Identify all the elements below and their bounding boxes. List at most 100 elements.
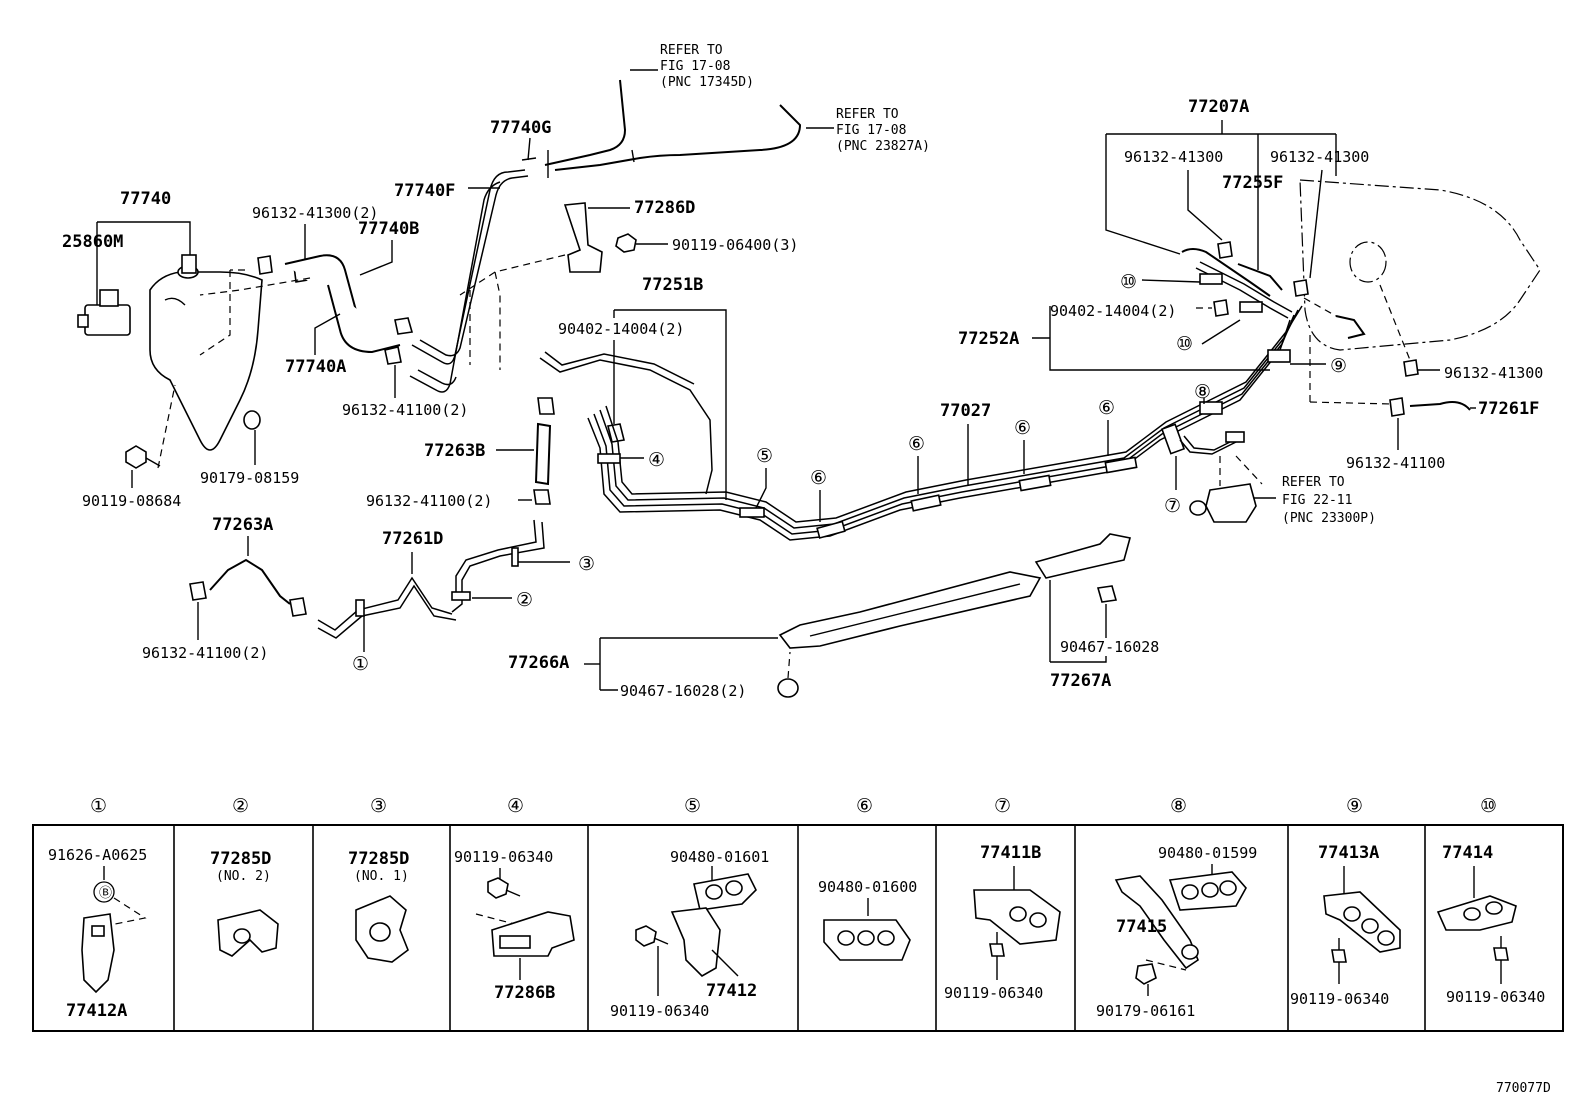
label-96132-41300-b[interactable]: 96132-41300 [1270,148,1369,166]
label-96132-41100[interactable]: 96132-41100 [1346,454,1445,472]
callout-1[interactable]: ① [352,653,369,675]
label-77251B[interactable]: 77251B [642,275,703,295]
clamp-10b [1239,301,1263,313]
p1-label-b[interactable]: 77412A [66,1001,127,1021]
label-77261F[interactable]: 77261F [1478,399,1539,419]
callout-5[interactable]: ⑤ [756,445,773,467]
panel-num-7[interactable]: ⑦ [994,795,1011,817]
p4-label-b[interactable]: 77286B [494,983,555,1003]
ref2-line3[interactable]: (PNC 23827A) [836,139,930,154]
label-77252A[interactable]: 77252A [958,329,1019,349]
p2-label-b[interactable]: (NO. 2) [216,869,271,884]
panel-num-10[interactable]: ⑩ [1480,795,1497,817]
p8-label-c[interactable]: 90179-06161 [1096,1002,1195,1020]
clamp-90480-01600 [823,919,911,961]
label-96132-41100-2b[interactable]: 96132-41100(2) [366,492,492,510]
p2-label-a[interactable]: 77285D [210,849,271,869]
p8-label-a[interactable]: 90480-01599 [1158,844,1257,862]
callout-3[interactable]: ③ [578,553,595,575]
callout-10b[interactable]: ⑩ [1176,333,1193,355]
label-96132-41300-a[interactable]: 96132-41300 [1124,148,1223,166]
label-77740[interactable]: 77740 [120,189,171,209]
p1-sub-b[interactable]: Ⓑ [99,886,112,901]
label-77263B[interactable]: 77263B [424,441,485,461]
ref2-line1[interactable]: REFER TO [836,107,899,122]
p5-label-a[interactable]: 90480-01601 [670,848,769,866]
p5-label-c[interactable]: 77412 [706,981,757,1001]
label-77286D[interactable]: 77286D [634,198,695,218]
label-96132-41300-c[interactable]: 96132-41300 [1444,364,1543,382]
clip-90467-16028-a [777,678,799,698]
panel-num-1[interactable]: ① [90,795,107,817]
panel-num-3[interactable]: ③ [370,795,387,817]
panel-num-8[interactable]: ⑧ [1170,795,1187,817]
label-90179-08159[interactable]: 90179-08159 [200,469,299,487]
label-77255F[interactable]: 77255F [1222,173,1283,193]
callout-2[interactable]: ② [516,589,533,611]
p1-label-a[interactable]: 91626-A0625 [48,846,147,864]
callout-6a[interactable]: ⑥ [810,467,827,489]
label-90402-14004-2b[interactable]: 90402-14004(2) [1050,302,1176,320]
p3-label-a[interactable]: 77285D [348,849,409,869]
label-77263A[interactable]: 77263A [212,515,273,535]
clip-90402-14004-b [1213,299,1229,317]
ref3-line3[interactable]: (PNC 23300P) [1282,511,1376,526]
p7-label-a[interactable]: 77411B [980,843,1041,863]
p3-label-b[interactable]: (NO. 1) [354,869,409,884]
p8-label-b[interactable]: 77415 [1116,917,1167,937]
label-77740F[interactable]: 77740F [394,181,455,201]
panel-num-9[interactable]: ⑨ [1346,795,1363,817]
label-77266A[interactable]: 77266A [508,653,569,673]
clamp-77263A-left [189,581,207,601]
callout-7[interactable]: ⑦ [1164,495,1181,517]
ref3-line2[interactable]: FIG 22-11 [1282,493,1352,508]
label-25860M[interactable]: 25860M [62,232,123,252]
label-90119-06400-3[interactable]: 90119-06400(3) [672,236,798,254]
panel-num-2[interactable]: ② [232,795,249,817]
clamp-8 [1199,401,1223,415]
clamp-10a [1199,273,1223,285]
callout-6b[interactable]: ⑥ [908,433,925,455]
label-77740A[interactable]: 77740A [285,357,346,377]
label-90467-16028[interactable]: 90467-16028 [1060,638,1159,656]
p9-label-b[interactable]: 90119-06340 [1290,990,1389,1008]
label-77207A[interactable]: 77207A [1188,97,1249,117]
p5-label-b[interactable]: 90119-06340 [610,1002,709,1020]
clip-90467-16028-b [1096,585,1118,603]
ref3-line1[interactable]: REFER TO [1282,475,1345,490]
label-77261D[interactable]: 77261D [382,529,443,549]
label-77740B[interactable]: 77740B [358,219,419,239]
label-77027[interactable]: 77027 [940,401,991,421]
p9-label-a[interactable]: 77413A [1318,843,1379,863]
nut-90179-08159 [243,410,261,430]
ref2-line2[interactable]: FIG 17-08 [836,123,906,138]
label-90119-08684[interactable]: 90119-08684 [82,492,181,510]
ref1-line2[interactable]: FIG 17-08 [660,59,730,74]
label-77740G[interactable]: 77740G [490,118,551,138]
p7-label-b[interactable]: 90119-06340 [944,984,1043,1002]
bolt-90119-08684 [125,445,161,469]
label-77267A[interactable]: 77267A [1050,671,1111,691]
p6-label-a[interactable]: 90480-01600 [818,878,917,896]
p4-label-a[interactable]: 90119-06340 [454,848,553,866]
callout-6c[interactable]: ⑥ [1014,417,1031,439]
ref1-line1[interactable]: REFER TO [660,43,723,58]
label-96132-41100-2c[interactable]: 96132-41100(2) [142,644,268,662]
panel-num-5[interactable]: ⑤ [684,795,701,817]
callout-10a[interactable]: ⑩ [1120,271,1137,293]
ref1-line3[interactable]: (PNC 17345D) [660,75,754,90]
callout-4[interactable]: ④ [648,449,665,471]
callout-9[interactable]: ⑨ [1330,355,1347,377]
vsv-valve [77,289,131,336]
p10-label-a[interactable]: 77414 [1442,843,1493,863]
clamp-77285D-no1 [355,895,409,963]
panel-num-4[interactable]: ④ [507,795,524,817]
panel-num-6[interactable]: ⑥ [856,795,873,817]
callout-6d[interactable]: ⑥ [1098,397,1115,419]
label-96132-41300-2[interactable]: 96132-41300(2) [252,204,378,222]
label-96132-41100-2a[interactable]: 96132-41100(2) [342,401,468,419]
label-90467-16028-2[interactable]: 90467-16028(2) [620,682,746,700]
p10-label-b[interactable]: 90119-06340 [1446,988,1545,1006]
label-90402-14004-2a[interactable]: 90402-14004(2) [558,320,684,338]
callout-8[interactable]: ⑧ [1194,381,1211,403]
